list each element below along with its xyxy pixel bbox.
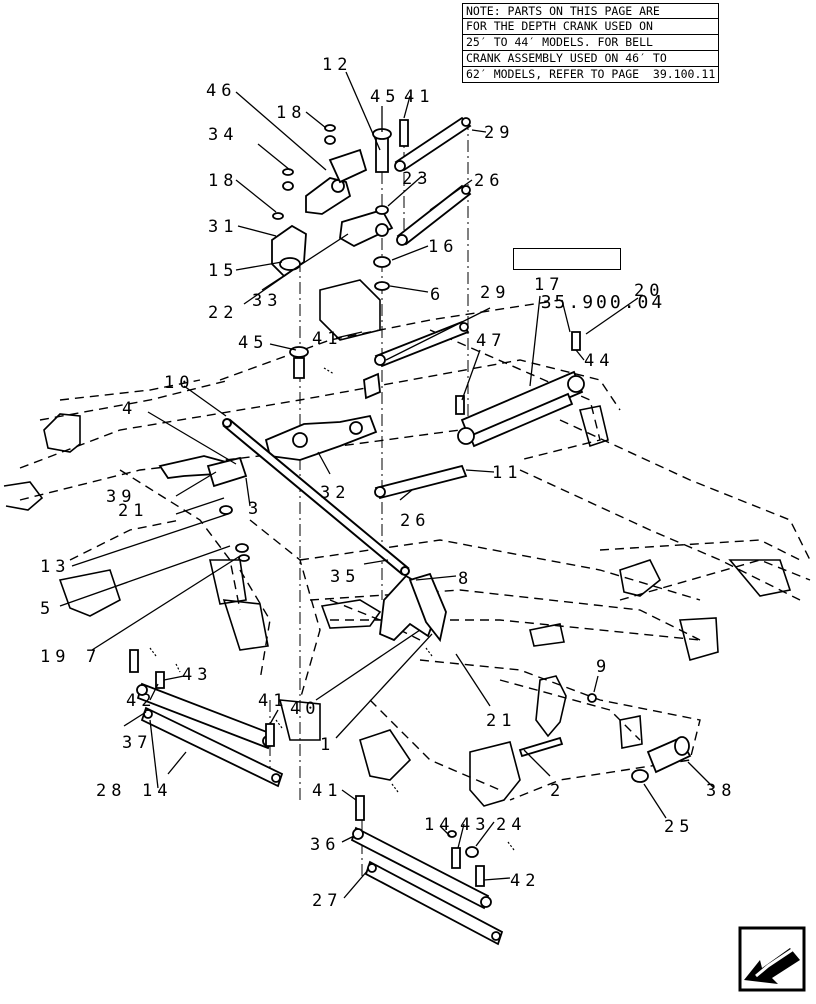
callout-21b: 21 <box>486 711 516 731</box>
note-box: NOTE: PARTS ON THIS PAGE ARE FOR THE DEP… <box>462 2 720 83</box>
callout-8: 8 <box>458 569 473 589</box>
callout-29b: 29 <box>480 283 510 303</box>
callout-18b: 18 <box>208 171 238 191</box>
callout-43b: 43 <box>460 815 490 835</box>
callout-31: 31 <box>208 217 238 237</box>
callout-24: 24 <box>496 815 526 835</box>
callout-11: 11 <box>492 463 522 483</box>
callout-3: 3 <box>248 499 263 519</box>
callout-10: 10 <box>164 373 194 393</box>
callout-36: 36 <box>310 835 340 855</box>
note-line-3: 25′ TO 44′ MODELS. FOR BELL <box>462 34 720 52</box>
callout-41d: 41 <box>312 781 342 801</box>
diagonal-rod <box>222 418 410 576</box>
upper-crank-assembly <box>271 116 472 291</box>
callout-4: 4 <box>122 399 137 419</box>
callout-13: 13 <box>40 557 70 577</box>
callout-22: 22 <box>208 303 238 323</box>
callout-29: 29 <box>484 123 514 143</box>
callout-14: 14 <box>142 781 172 801</box>
callout-20: 20 <box>634 281 664 301</box>
callout-37: 37 <box>122 733 152 753</box>
callout-26b: 26 <box>400 511 430 531</box>
frame-dashed-outline <box>19 299 811 801</box>
callout-41: 41 <box>404 87 434 107</box>
callout-38: 38 <box>706 781 736 801</box>
callout-15: 15 <box>208 261 238 281</box>
hardware-dashes <box>149 367 515 851</box>
return-arrow-icon[interactable] <box>738 926 808 994</box>
reference-code[interactable]: 35.900.04 <box>513 248 695 313</box>
callout-12: 12 <box>322 55 352 75</box>
callout-41b: 41 <box>312 329 342 349</box>
callout-6: 6 <box>430 285 445 305</box>
reference-code-text: 35.900.04 <box>540 292 666 313</box>
leader-lines <box>59 71 715 899</box>
callout-43: 43 <box>182 665 212 685</box>
callout-21: 21 <box>118 501 148 521</box>
callout-35: 35 <box>330 567 360 587</box>
callout-42b: 42 <box>510 871 540 891</box>
reference-code-frame <box>513 248 621 270</box>
callout-9: 9 <box>596 657 611 677</box>
callout-41c: 41 <box>258 691 288 711</box>
callout-26: 26 <box>474 171 504 191</box>
callout-47: 47 <box>476 331 506 351</box>
lower-link-set <box>129 649 692 946</box>
callout-44: 44 <box>584 351 614 371</box>
callout-42: 42 <box>126 691 156 711</box>
callout-18: 18 <box>276 103 306 123</box>
callout-45: 45 <box>370 87 400 107</box>
callout-17: 17 <box>534 275 564 295</box>
callout-2: 2 <box>550 781 565 801</box>
callout-28: 28 <box>96 781 126 801</box>
callout-33: 33 <box>252 291 282 311</box>
note-line-5: 62′ MODELS, REFER TO PAGE 39.100.11 <box>462 65 720 83</box>
callout-34: 34 <box>208 125 238 145</box>
callout-1: 1 <box>320 735 335 755</box>
callout-labels: 46 12 45 41 18 29 34 23 26 18 31 16 15 3… <box>40 55 736 911</box>
note-line-2: FOR THE DEPTH CRANK USED ON <box>462 18 720 36</box>
callout-16: 16 <box>428 237 458 257</box>
callout-40: 40 <box>290 699 320 719</box>
callout-7: 7 <box>86 647 101 667</box>
note-line-4: CRANK ASSEMBLY USED ON 46′ TO <box>462 49 720 67</box>
callout-45b: 45 <box>238 333 268 353</box>
note-line-1: NOTE: PARTS ON THIS PAGE ARE <box>462 2 720 20</box>
callout-27: 27 <box>312 891 342 911</box>
callout-19: 19 <box>40 647 70 667</box>
callout-5: 5 <box>40 599 55 619</box>
callout-46: 46 <box>206 81 236 101</box>
middle-crank-assembly <box>158 320 585 643</box>
callout-39: 39 <box>106 487 136 507</box>
callout-32: 32 <box>320 483 350 503</box>
callout-25: 25 <box>664 817 694 837</box>
callout-14b: 14 <box>424 815 454 835</box>
callout-23: 23 <box>402 169 432 189</box>
